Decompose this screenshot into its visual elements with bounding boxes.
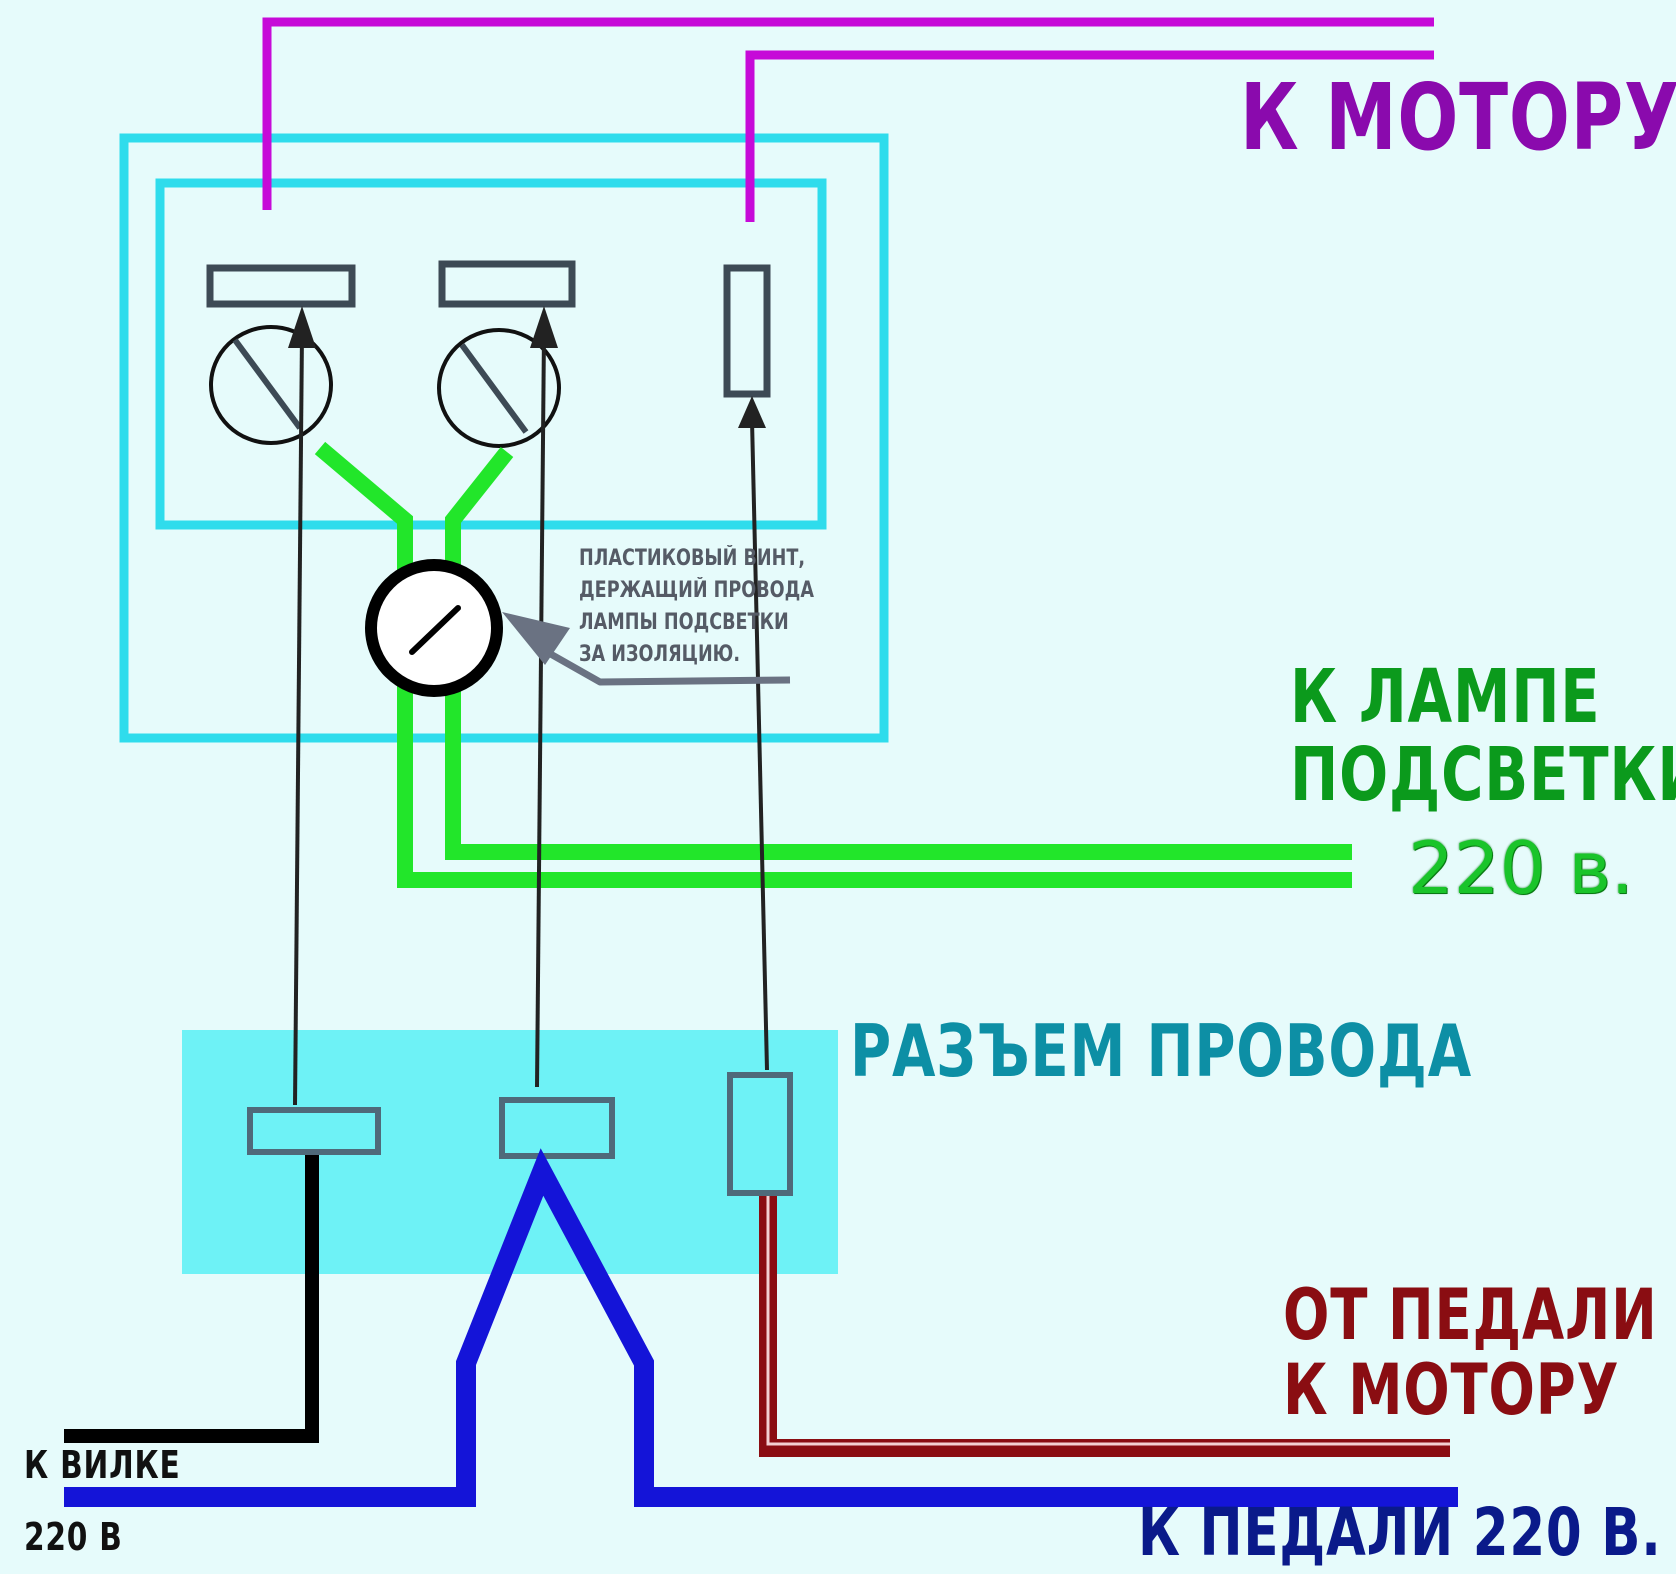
label-from-pedal-line2: К МОТОРУ [1283, 1349, 1620, 1431]
label-to-pedal: К ПЕДАЛИ 220 В. [1138, 1494, 1662, 1571]
housing-inner-frame [155, 178, 827, 530]
lamp-wire-1 [314, 441, 1352, 888]
motor-wire-2 [745, 50, 1434, 222]
motor-wire-1 [262, 17, 1434, 210]
label-to-plug-line2: 220 В [24, 1515, 123, 1559]
connector-terminal-3 [727, 1072, 793, 1196]
label-to-plug-line1: К ВИЛКЕ [24, 1443, 181, 1487]
label-wire-connector: РАЗЪЕМ ПРОВОДА [850, 1009, 1472, 1093]
terminal-2 [438, 260, 576, 308]
plug-wire [64, 1155, 319, 1443]
plastic-screw-icon [365, 559, 503, 697]
callout-text-line4: ЗА ИЗОЛЯЦИЮ. [579, 642, 741, 667]
arrow-up-icon [288, 306, 316, 1106]
label-to-motor: К МОТОРУ [1240, 64, 1676, 171]
label-from-pedal-line1: ОТ ПЕДАЛИ [1283, 1274, 1658, 1356]
arrow-up-icon [738, 396, 769, 1071]
callout-text-line2: ДЕРЖАЩИЙ ПРОВОДА [579, 578, 814, 603]
pedal-wire [64, 1148, 1458, 1507]
connector-terminal-1 [247, 1107, 381, 1155]
label-to-lamp-line2: ПОДСВЕТКИ [1290, 732, 1676, 818]
callout-text-line3: ЛАМПЫ ПОДСВЕТКИ [579, 610, 789, 635]
slotted-screw-icon [437, 328, 561, 448]
label-to-lamp-line1: К ЛАМПЕ [1290, 654, 1601, 740]
callout-text-line1: ПЛАСТИКОВЫЙ ВИНТ, [579, 546, 806, 571]
slotted-screw-icon [209, 325, 333, 445]
connector-terminal-2 [499, 1097, 615, 1159]
housing-outer-frame [119, 133, 889, 743]
terminal-3 [723, 264, 771, 398]
terminal-1 [206, 264, 356, 308]
callout-arrow [502, 612, 791, 686]
arrow-up-icon [530, 306, 558, 1088]
label-to-lamp-voltage: 220 в. [1408, 826, 1634, 910]
pedal-motor-wire-inner [766, 1196, 1450, 1446]
